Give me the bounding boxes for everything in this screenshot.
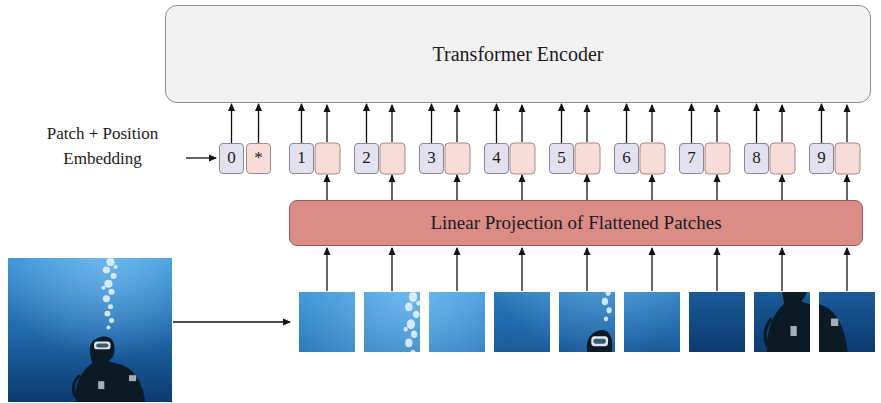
token-number: 2 — [354, 143, 379, 174]
node-text: 4 — [492, 148, 501, 168]
node-text: * — [254, 148, 263, 168]
image-patch — [512, 232, 680, 403]
token-number: 5 — [549, 143, 574, 174]
token-number: 6 — [614, 143, 639, 174]
image-patch — [317, 292, 485, 403]
token-arrow — [431, 104, 432, 143]
node-text: 6 — [622, 148, 631, 168]
token-number: 7 — [679, 143, 704, 174]
node-text: 9 — [817, 148, 826, 168]
token-arrow — [366, 104, 367, 143]
input-arrow — [173, 321, 290, 322]
token-number: 9 — [809, 143, 834, 174]
token-number: 3 — [419, 143, 444, 174]
token-arrow — [821, 104, 822, 143]
token-number: 1 — [289, 143, 314, 174]
node-text: 3 — [427, 148, 436, 168]
token-number: 4 — [484, 143, 509, 174]
annotation-label: Patch + Position Embedding — [20, 122, 185, 171]
node-text: 8 — [752, 148, 761, 168]
token-arrow — [561, 104, 562, 143]
embedding-arrows — [327, 105, 847, 142]
token-arrow — [626, 104, 627, 143]
token-arrow — [301, 104, 302, 143]
token-number: 0 — [219, 143, 244, 174]
node-text: 5 — [557, 148, 566, 168]
leader-arrow — [186, 157, 216, 158]
node-text: 2 — [362, 148, 371, 168]
input-image — [8, 258, 172, 402]
node-text: 7 — [687, 148, 696, 168]
token-arrow — [258, 104, 259, 143]
patch-arrows — [327, 248, 847, 291]
token-arrow — [756, 104, 757, 143]
token-arrow — [231, 104, 232, 143]
class-token: * — [246, 143, 271, 174]
projection-arrows — [327, 175, 847, 200]
node-text: 0 — [227, 148, 236, 168]
embedding-boxes — [315, 143, 860, 174]
token-arrow — [691, 104, 692, 143]
node-text: 1 — [297, 148, 306, 168]
token-number: 8 — [744, 143, 769, 174]
node-text: Linear Projection of Flattened Patches — [430, 212, 721, 235]
token-arrow — [496, 104, 497, 143]
projection-box: Linear Projection of Flattened Patches — [289, 200, 863, 246]
encoder-box: Transformer Encoder — [165, 5, 871, 103]
node-text: Transformer Encoder — [433, 42, 604, 66]
